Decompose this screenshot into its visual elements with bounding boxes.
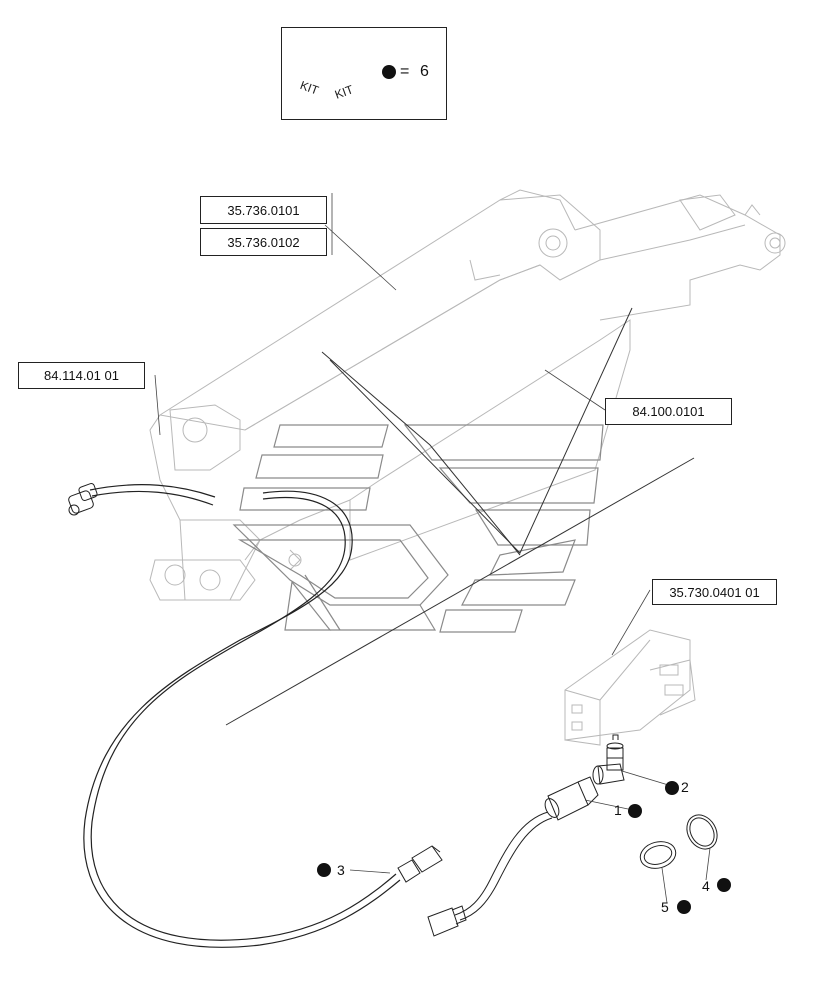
callout-number-3: 3 bbox=[337, 862, 345, 878]
ref-84-114-01-01[interactable]: 84.114.01 01 bbox=[18, 362, 145, 389]
connector-3 bbox=[397, 845, 443, 883]
leader-lines bbox=[154, 193, 711, 904]
elbow-fitting-2 bbox=[592, 734, 625, 785]
kit-bullet-1 bbox=[628, 804, 642, 818]
kit-legend-frame bbox=[281, 27, 447, 120]
kit-bullet-2 bbox=[665, 781, 679, 795]
boom-outline bbox=[149, 189, 786, 601]
cable-harness-3 bbox=[83, 484, 401, 948]
kit-bullet-3 bbox=[317, 863, 331, 877]
sensor-1 bbox=[427, 776, 599, 937]
callout-number-4: 4 bbox=[702, 878, 710, 894]
callout-number-5: 5 bbox=[661, 899, 669, 915]
kit-label-right: KIT bbox=[333, 82, 356, 102]
decal-graphics bbox=[232, 424, 604, 633]
clamp-5 bbox=[639, 841, 677, 869]
plug-connector-left bbox=[68, 483, 98, 516]
kit-bullet-4 bbox=[717, 878, 731, 892]
ref-35-730-0401-01[interactable]: 35.730.0401 01 bbox=[652, 579, 777, 605]
kit-legend-bullet bbox=[382, 65, 396, 79]
decal-lines bbox=[225, 307, 695, 726]
clamp-4 bbox=[686, 814, 718, 850]
kit-legend-equals: = bbox=[400, 63, 410, 80]
valve-block bbox=[564, 629, 696, 746]
callout-number-1: 1 bbox=[614, 802, 622, 818]
callout-number-2: 2 bbox=[681, 779, 689, 795]
kit-label-left: KIT bbox=[298, 78, 321, 98]
ref-35-736-0101[interactable]: 35.736.0101 bbox=[200, 196, 327, 224]
ref-84-100-0101[interactable]: 84.100.0101 bbox=[605, 398, 732, 425]
ref-35-736-0102[interactable]: 35.736.0102 bbox=[200, 228, 327, 256]
kit-bullet-5 bbox=[677, 900, 691, 914]
kit-legend-count: 6 bbox=[420, 63, 429, 80]
